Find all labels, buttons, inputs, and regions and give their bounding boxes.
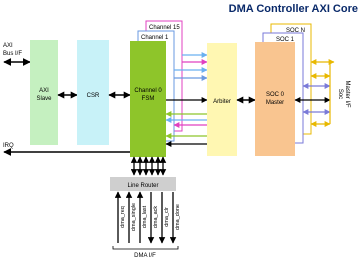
dma-signal-label: dma_single (131, 203, 137, 231)
soc-if-label: Soc (337, 89, 343, 99)
soc1-label: SOC 1 (276, 37, 295, 43)
channel15-label: Channel 15 (149, 25, 180, 31)
csr-label: CSR (87, 93, 100, 99)
soc0-master-block (255, 42, 295, 156)
channel0-fsm-block (130, 41, 166, 157)
dma-if-label: DMA I/F (134, 253, 156, 259)
dma-if-bracket (112, 246, 179, 250)
master-if-label: Master I/F (344, 80, 350, 107)
dma-signal-label: dma_ack (153, 206, 159, 229)
diagram-title: DMA Controller AXI Core (229, 3, 358, 15)
axi-bus-label-line1: AXI (3, 43, 13, 49)
csr-block (77, 40, 109, 145)
line-router-block (110, 177, 176, 191)
arbiter-block (207, 43, 237, 156)
dma-signal-label: dma_last (142, 205, 148, 228)
soc0-label-line1: SOC 0 (266, 92, 285, 98)
channel1-label: Channel 1 (141, 35, 169, 41)
axi-slave-label-line1: AXI (39, 88, 49, 94)
dma-signal-label: dma_done (175, 204, 181, 230)
axi-bus-label-line2: Bus I/F (3, 51, 22, 57)
irq-label: IRQ (3, 143, 14, 149)
dma-signal-label: dma_clr (164, 207, 170, 227)
socn-label: SOC N (286, 28, 305, 34)
axi-slave-block (30, 40, 58, 145)
arbiter-label: Arbiter (213, 99, 231, 105)
channel0-label-line1: Channel 0 (134, 88, 162, 94)
dma-signal-label: dma_req (120, 206, 126, 228)
axi-slave-label-line2: Slave (36, 96, 52, 102)
line-router-label: Line Router (127, 183, 158, 189)
soc0-label-line2: Master (266, 100, 284, 106)
channel0-label-line2: FSM (142, 96, 155, 102)
